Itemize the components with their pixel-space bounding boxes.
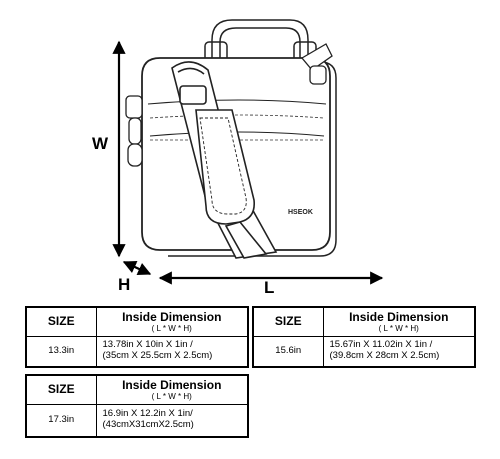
size-value: 15.6in (252, 335, 324, 368)
dimension-header-title: Inside Dimension (122, 377, 222, 392)
brand-logo: HSEOK (288, 209, 313, 216)
size-value: 17.3in (25, 403, 97, 438)
dimension-header: Inside Dimension ( L * W * H) (95, 306, 249, 337)
strap-clip-icon (301, 43, 333, 85)
zipper-pull-icon (125, 95, 143, 167)
size-header: SIZE (25, 374, 97, 405)
size-header: SIZE (25, 306, 97, 337)
zipper-seam (147, 99, 327, 105)
dimension-header-title: Inside Dimension (122, 309, 222, 324)
size-value: 13.3in (25, 335, 97, 368)
size-table-15in: SIZE Inside Dimension ( L * W * H) 15.6i… (252, 306, 476, 368)
size-table-17in: SIZE Inside Dimension ( L * W * H) 17.3i… (25, 374, 249, 438)
dimension-value: 13.78in X 10in X 1in / (35cm X 25.5cm X … (95, 335, 249, 368)
dimension-value: 16.9in X 12.2in X 1in/ (43cmX31cmX2.5cm) (95, 403, 249, 438)
height-arrow (122, 260, 152, 276)
size-header: SIZE (252, 306, 324, 337)
dimension-header: Inside Dimension ( L * W * H) (95, 374, 249, 405)
dimension-inches: 13.78in X 10in X 1in / (102, 339, 193, 351)
length-label: L (264, 278, 275, 297)
dimension-header-sub: ( L * W * H) (151, 323, 192, 333)
dimension-inches: 16.9in X 12.2in X 1in/ (102, 408, 193, 420)
dimension-header: Inside Dimension ( L * W * H) (322, 306, 476, 337)
dimension-header-sub: ( L * W * H) (151, 391, 192, 401)
size-table-13in: SIZE Inside Dimension ( L * W * H) 13.3i… (25, 306, 249, 368)
dimension-cm: (35cm X 25.5cm X 2.5cm) (102, 350, 213, 362)
dimension-cm: (39.8cm X 28cm X 2.5cm) (329, 350, 440, 362)
shoulder-strap (171, 61, 278, 259)
dimension-header-title: Inside Dimension (349, 309, 449, 324)
dimension-inches: 15.67in X 11.02in X 1in / (329, 339, 433, 351)
laptop-bag-illustration: HSEOK (112, 19, 384, 285)
dimension-cm: (43cmX31cmX2.5cm) (102, 419, 194, 431)
width-label: W (92, 134, 109, 153)
dimension-value: 15.67in X 11.02in X 1in / (39.8cm X 28cm… (322, 335, 476, 368)
height-label: H (118, 275, 131, 294)
dimension-header-sub: ( L * W * H) (378, 323, 419, 333)
